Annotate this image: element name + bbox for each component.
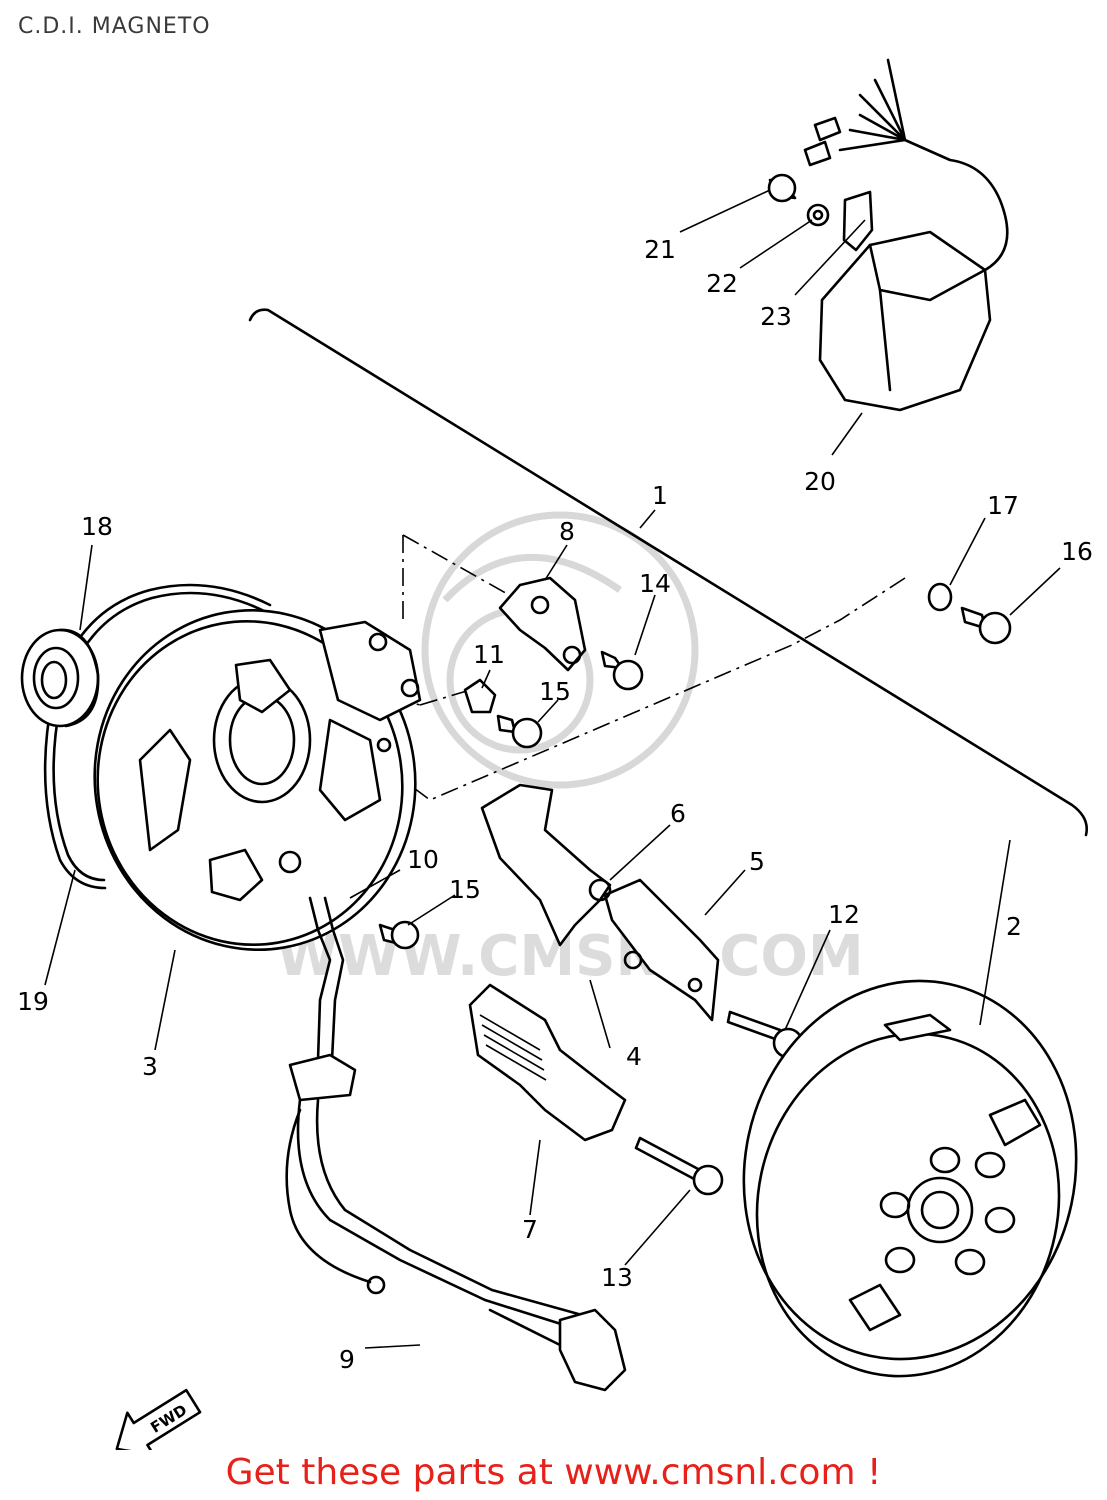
callout-14: 14	[639, 569, 671, 598]
assembly-bracket	[248, 308, 1088, 837]
nut	[463, 678, 497, 714]
callout-19: 19	[17, 987, 49, 1016]
washer	[806, 203, 830, 227]
callout-11: 11	[473, 640, 505, 669]
callouts: 1 2 3 4 5 6 7 8 9 10 11 12 13 14 15 15 1…	[17, 235, 1093, 1374]
source-coil-bracket	[498, 576, 587, 672]
page-title: C.D.I. MAGNETO	[18, 14, 211, 39]
callout-23: 23	[760, 302, 792, 331]
screw	[767, 173, 797, 203]
callout-17: 17	[987, 491, 1019, 520]
long-screw	[634, 1136, 724, 1196]
leader-dashed	[402, 534, 519, 620]
callout-15a: 15	[539, 677, 571, 706]
callout-2: 2	[1006, 912, 1022, 941]
callout-5: 5	[749, 847, 765, 876]
callout-22: 22	[706, 269, 738, 298]
callout-13: 13	[601, 1263, 633, 1292]
stator-plate	[93, 608, 422, 952]
callout-10: 10	[407, 845, 439, 874]
screw	[378, 920, 420, 950]
callout-1: 1	[652, 481, 668, 510]
oil-seal	[20, 628, 100, 728]
callout-21: 21	[644, 235, 676, 264]
watermark-text: WWW.CMSNL.COM	[276, 924, 863, 989]
wire-harness	[285, 896, 627, 1392]
leader-lines	[44, 189, 1061, 1349]
washer	[927, 582, 953, 612]
long-screw	[726, 1010, 804, 1059]
screw	[496, 714, 543, 749]
callout-15b: 15	[449, 875, 481, 904]
flywheel-rotor	[742, 979, 1078, 1378]
footer-link[interactable]: Get these parts at www.cmsnl.com !	[225, 1452, 882, 1493]
callout-9: 9	[339, 1345, 355, 1374]
callout-6: 6	[670, 799, 686, 828]
callout-4: 4	[626, 1042, 642, 1071]
pulser-coil	[480, 783, 720, 1022]
callout-20: 20	[804, 467, 836, 496]
callout-18: 18	[81, 512, 113, 541]
screw	[600, 650, 644, 691]
lighting-coil	[468, 983, 627, 1142]
screw	[960, 606, 1012, 645]
callout-12: 12	[828, 900, 860, 929]
fwd-arrow-icon: FWD	[115, 1388, 202, 1450]
parts-diagram: WWW.CMSNL.COM	[17, 58, 1093, 1450]
callout-16: 16	[1061, 537, 1093, 566]
callout-8: 8	[559, 517, 575, 546]
cdi-unit	[803, 58, 1009, 412]
callout-7: 7	[522, 1215, 538, 1244]
callout-3: 3	[142, 1052, 158, 1081]
